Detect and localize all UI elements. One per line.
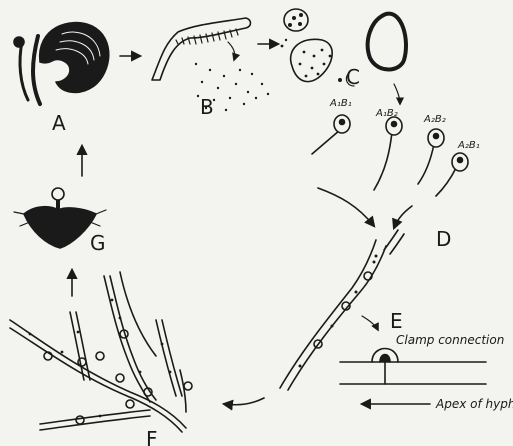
label-mating-type-2: A₁B₂ [375,108,398,119]
label-apex-of-hyphae: Apex of hyphae [435,397,513,411]
label-mating-type-3: A₂B₂ [423,114,446,125]
label-mating-type-1: A₁B₁ [329,98,352,109]
label-stage-b: B [200,95,214,119]
fruiting-body-a [14,23,109,104]
label-stage-d: D [436,227,451,251]
label-clamp-connection: Clamp connection [396,333,504,347]
germinating-spores-d [312,115,468,196]
label-stage-a: A [52,111,66,135]
label-stage-f: F [146,427,158,446]
clamp-connection-detail [340,349,486,405]
arrow-e-to-f [224,398,264,405]
label-stage-e: E [390,309,403,333]
spores-c [281,9,406,104]
arrow-d-right [394,206,412,228]
arrow-d-left [318,188,374,226]
label-mating-type-4: A₂B₁ [457,140,480,151]
label-stage-g: G [90,231,106,255]
mycelium-f [10,272,192,432]
label-stage-c: C [346,65,360,89]
